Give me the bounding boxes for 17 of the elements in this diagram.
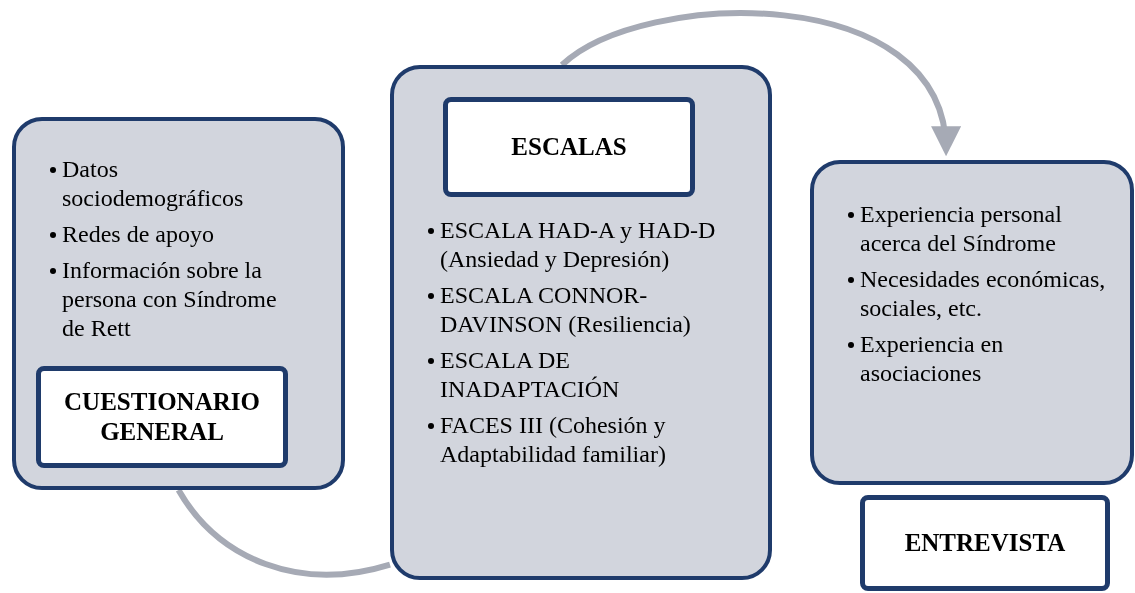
title-box: CUESTIONARIO GENERAL — [36, 366, 288, 468]
curved-arrow — [560, 10, 958, 157]
list-item: Experiencia en asociaciones — [860, 331, 1004, 386]
list-item: Redes de apoyo — [62, 221, 214, 247]
list-item: ESCALA DE INADAPTACIÓN — [440, 347, 620, 402]
title-box: ESCALAS — [443, 97, 695, 197]
list-item: FACES III (Cohesión y Adaptabilidad familiar) — [440, 412, 666, 467]
list-item: Datos sociodemográficos — [62, 156, 244, 211]
process-panel — [810, 160, 1134, 485]
list-item: Experiencia personal acerca del Síndrome — [860, 201, 1062, 256]
list-item: Necesidades económicas, sociales, etc. — [860, 266, 1106, 321]
list-item: ESCALA CONNOR-DAVINSON (Resiliencia) — [440, 282, 691, 337]
process-panel — [390, 65, 772, 580]
list-item: Información sobre la persona con Síndrome de Rett — [62, 257, 277, 341]
process-panel — [12, 117, 345, 490]
list-item: ESCALA HAD-A y HAD-D (Ansiedad y Depresión) — [440, 217, 716, 272]
title-box: ENTREVISTA — [860, 495, 1110, 591]
